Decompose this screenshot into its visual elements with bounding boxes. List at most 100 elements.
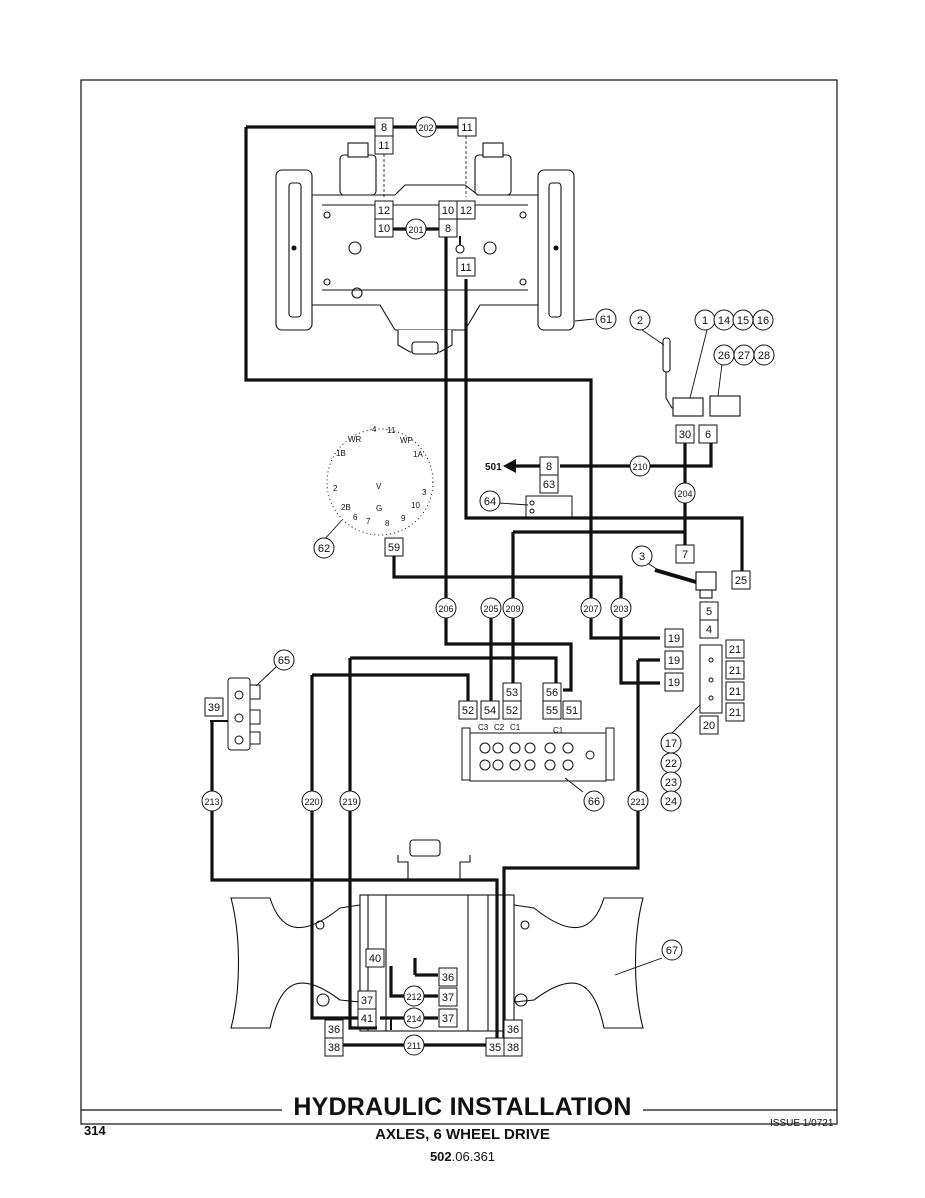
callout-c28: 28 [753,344,775,366]
line-210 [560,442,713,468]
callout-c201: 201 [405,218,427,240]
part-box-label: 19 [668,655,680,667]
callout-circle [405,218,427,240]
callout-label: 65 [278,655,290,667]
callout-circle [313,537,335,559]
callout-circle [502,597,524,619]
part-box-b36r: 36 [503,1019,523,1039]
page-title: HYDRAULIC INSTALLATION [293,1093,632,1121]
valve-port-label: C1 [553,726,564,735]
callout-circle [629,309,651,331]
callout-circle [583,790,605,812]
callout-label: 209 [505,604,520,614]
callout-label: 207 [583,604,598,614]
callout-label: 220 [304,797,319,807]
part-box-b8_top: 8 [374,117,394,137]
dial-label: 9 [401,514,406,523]
hydraulic-lines [210,125,744,1047]
dial-label: 8 [385,519,390,528]
callout-label: 67 [666,945,678,957]
part-box-b19c: 19 [664,672,684,692]
part-box-frame [675,424,695,444]
callout-c3: 3 [631,545,653,567]
callout-label: 214 [406,1014,421,1024]
part-box-b37b: 37 [438,987,458,1007]
callout-c26: 26 [713,344,735,366]
part-box-b21c: 21 [725,681,745,701]
callout-c211: 211 [403,1034,425,1056]
part-box-b35: 35 [485,1037,505,1057]
part-box-b8_501: 8 [539,456,559,476]
callout-circle [631,545,653,567]
part-box-b10_l: 10 [374,218,394,238]
part-box-label: 21 [729,644,741,656]
part-box-b21b: 21 [725,660,745,680]
part-box-b55: 55 [542,700,562,720]
callout-c65: 65 [273,649,295,671]
part-box-b52a: 52 [458,700,478,720]
part-box-label: 41 [361,1013,373,1025]
part-box-b53: 53 [502,682,522,702]
part-box-label: 37 [442,992,454,1004]
part-box-b40: 40 [365,948,385,968]
callout-circle [752,309,774,331]
callout-label: 27 [738,350,750,362]
page-frame [80,79,838,1125]
part-box-label: 35 [489,1042,501,1054]
diverter-valve [227,677,261,751]
part-box-label: 36 [328,1024,340,1036]
part-box-b12_l: 12 [374,200,394,220]
part-box-label: 8 [546,461,552,473]
part-box-frame [725,660,745,680]
part-box-label: 53 [506,687,518,699]
callout-label: 2 [637,315,643,327]
part-box-label: 52 [506,705,518,717]
part-box-frame [480,700,500,720]
part-box-b4: 4 [699,619,719,639]
callout-circle [339,790,361,812]
issue-label: ISSUE 1/0721 [770,1118,834,1129]
callout-circle [479,490,501,512]
part-box-label: 21 [729,665,741,677]
part-box-b10_r: 10 [438,200,458,220]
part-box-b21d: 21 [725,702,745,722]
part-box-label: 30 [679,429,691,441]
dial-label: 7 [366,517,371,526]
part-box-frame [664,628,684,648]
part-box-label: 40 [369,953,381,965]
callout-c27: 27 [733,344,755,366]
leader-lines [255,318,723,976]
part-box-frame [675,544,695,564]
callout-c15: 15 [732,309,754,331]
dial-label: WR [348,435,362,444]
arrow-501-head [503,459,516,473]
reference-rest: .06.361 [451,1149,496,1164]
valve-port-label: C1 [510,723,521,732]
dial-label: WP [400,436,413,445]
part-box-label: 39 [208,702,220,714]
part-box-label: 11 [460,262,471,274]
part-box-b36l: 36 [324,1019,344,1039]
part-box-b11_mid: 11 [456,257,476,277]
callout-c204: 204 [674,482,696,504]
part-box-label: 11 [461,122,472,134]
callout-c16: 16 [752,309,774,331]
part-box-frame [502,700,522,720]
part-box-label: 21 [729,686,741,698]
page-subtitle: AXLES, 6 WHEEL DRIVE [375,1126,550,1143]
part-box-label: 20 [703,720,715,732]
callout-circle [403,1007,425,1029]
part-box-label: 7 [682,549,688,561]
callout-label: 61 [600,314,612,326]
callout-label: 28 [758,350,770,362]
part-box-b11_topl: 11 [374,135,394,155]
part-box-label: 25 [735,575,747,587]
arrow-label: 501 [485,462,502,473]
part-box-frame [324,1037,344,1057]
part-box-frame [731,570,751,590]
part-box-frame [456,257,476,277]
callout-label: 213 [204,797,219,807]
part-box-b51: 51 [562,700,582,720]
callout-label: 205 [483,604,498,614]
